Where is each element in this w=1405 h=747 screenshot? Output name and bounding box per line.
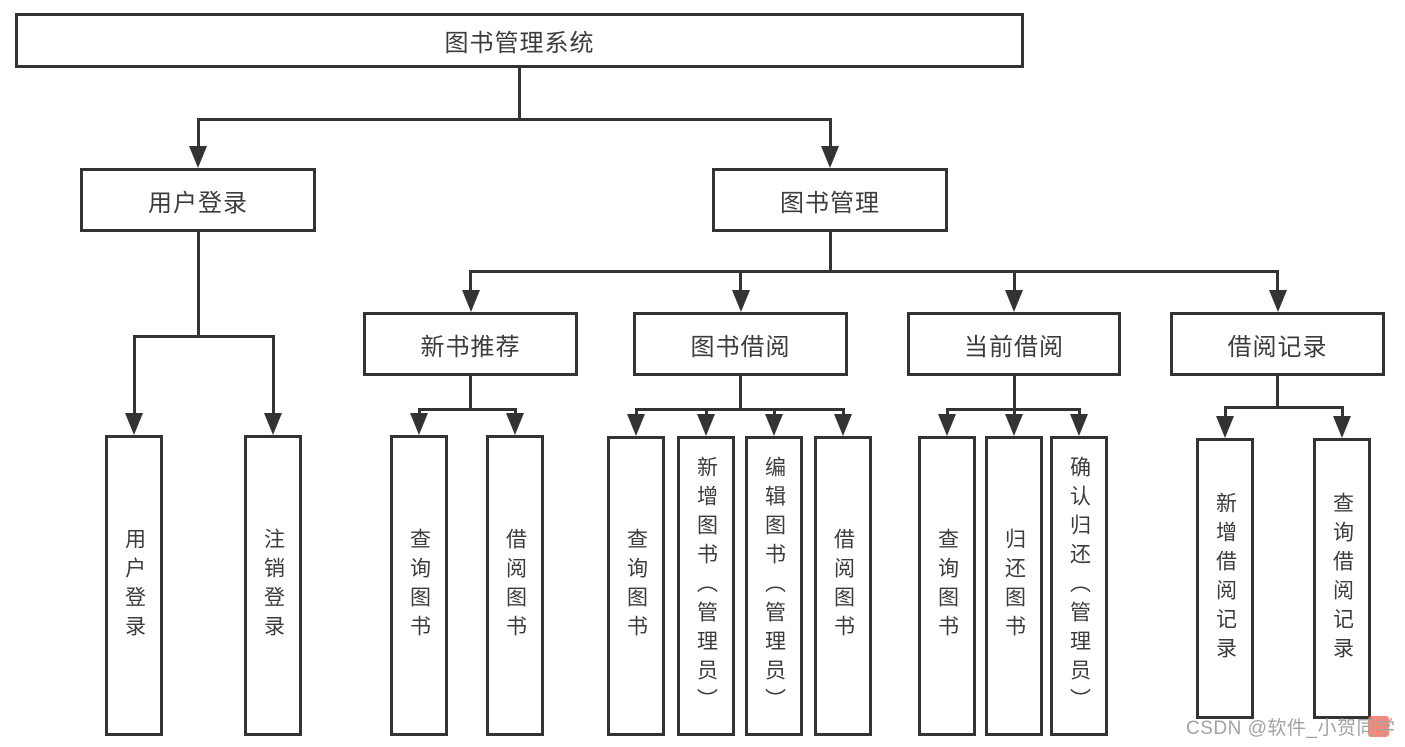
connector-line — [418, 408, 421, 415]
node-current-borrow: 当前借阅 — [907, 312, 1121, 376]
connector-line — [469, 376, 472, 408]
leaf-return-book: 归还图书 — [985, 436, 1043, 736]
connector-line — [1013, 270, 1016, 292]
arrowhead-icon — [732, 290, 750, 312]
leaf-query-book: 查询图书 — [918, 436, 976, 736]
arrowhead-icon — [697, 414, 715, 436]
leaf-user-login: 用户登录 — [105, 435, 163, 736]
leaf-edit-book-admin: 编辑图书（管理员） — [745, 436, 803, 736]
connector-line — [418, 408, 517, 411]
connector-line — [773, 408, 776, 416]
connector-line — [469, 270, 472, 292]
connector-line — [1013, 376, 1016, 408]
watermark-accent-square — [1368, 716, 1389, 737]
connector-line — [272, 335, 275, 417]
leaf-add-borrow-record: 新增借阅记录 — [1196, 438, 1254, 719]
connector-line — [829, 232, 832, 270]
arrowhead-icon — [1005, 290, 1023, 312]
connector-line — [842, 408, 845, 416]
connector-line — [705, 408, 708, 416]
leaf-confirm-return-admin: 确认归还（管理员） — [1050, 436, 1108, 736]
connector-line — [1276, 376, 1279, 406]
connector-line — [1224, 406, 1227, 418]
arrowhead-icon — [264, 413, 282, 435]
leaf-add-book-admin: 新增图书（管理员） — [677, 436, 735, 736]
connector-line — [514, 408, 517, 415]
connector-line — [197, 118, 200, 150]
watermark-text: CSDN @软件_小贺同学 — [1186, 718, 1396, 739]
leaf-query-book: 查询图书 — [607, 436, 665, 736]
connector-line — [1276, 270, 1279, 292]
node-new-book-recommend: 新书推荐 — [363, 312, 578, 376]
connector-line — [197, 118, 832, 121]
leaf-query-borrow-record: 查询借阅记录 — [1313, 438, 1371, 719]
connector-line — [1224, 406, 1344, 409]
arrowhead-icon — [1269, 290, 1287, 312]
arrowhead-icon — [410, 413, 428, 435]
leaf-borrow-book: 借阅图书 — [486, 435, 544, 736]
connector-line — [946, 408, 949, 416]
node-user-login: 用户登录 — [80, 168, 316, 232]
node-book-management: 图书管理 — [712, 168, 948, 232]
connector-line — [739, 270, 742, 292]
connector-line — [739, 376, 742, 408]
connector-line — [635, 408, 845, 411]
connector-line — [133, 335, 136, 417]
arrowhead-icon — [462, 290, 480, 312]
arrowhead-icon — [189, 146, 207, 168]
node-book-borrow: 图书借阅 — [633, 312, 848, 376]
connector-line — [133, 335, 275, 338]
arrowhead-icon — [1216, 416, 1234, 438]
connector-line — [1078, 408, 1081, 416]
connector-line — [1013, 408, 1016, 416]
arrowhead-icon — [938, 414, 956, 436]
connector-line — [829, 118, 832, 150]
leaf-logout: 注销登录 — [244, 435, 302, 736]
connector-line — [635, 408, 638, 416]
connector-line — [1341, 406, 1344, 418]
arrowhead-icon — [821, 146, 839, 168]
arrowhead-icon — [125, 413, 143, 435]
connector-line — [518, 68, 521, 118]
arrowhead-icon — [627, 414, 645, 436]
arrowhead-icon — [1070, 414, 1088, 436]
leaf-query-book: 查询图书 — [390, 435, 448, 736]
leaf-borrow-book: 借阅图书 — [814, 436, 872, 736]
arrowhead-icon — [506, 413, 524, 435]
connector-line — [197, 232, 200, 335]
arrowhead-icon — [765, 414, 783, 436]
arrowhead-icon — [1333, 416, 1351, 438]
arrowhead-icon — [1005, 414, 1023, 436]
connector-line — [469, 270, 1279, 273]
node-borrow-record: 借阅记录 — [1170, 312, 1385, 376]
arrowhead-icon — [834, 414, 852, 436]
node-library-system-root: 图书管理系统 — [15, 13, 1024, 68]
